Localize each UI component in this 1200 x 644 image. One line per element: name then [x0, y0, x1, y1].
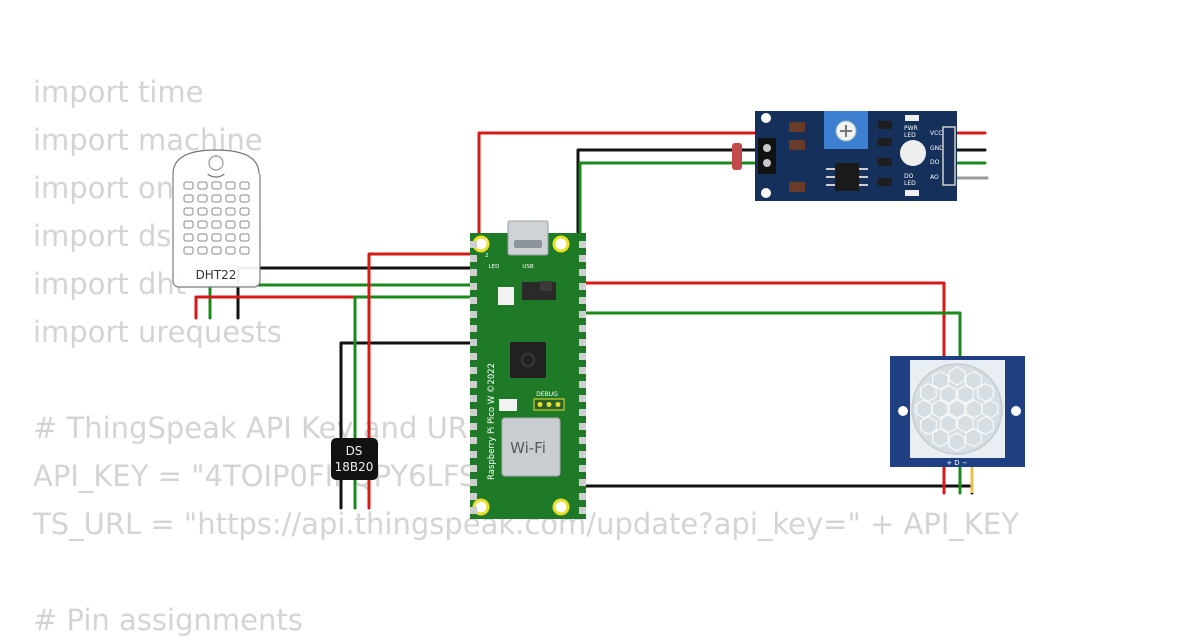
svg-text:+ D −: + D −	[946, 459, 968, 467]
dht22-label: DHT22	[196, 268, 237, 282]
bootsel-button[interactable]	[498, 287, 514, 305]
wire-ds-vcc[interactable]	[367, 252, 477, 510]
ds18b20-sensor[interactable]: DS 18B20	[331, 438, 378, 480]
ldr-pin-do: DO	[930, 159, 940, 166]
dht22-sensor[interactable]: DHT22	[171, 149, 262, 288]
code-line: import urequests	[33, 315, 282, 349]
wire-dht-vcc[interactable]	[194, 295, 502, 320]
pir-motion-sensor[interactable]: + D −	[890, 356, 1025, 493]
pin-1-label: 1	[485, 239, 489, 245]
wire-ds-gnd[interactable]	[339, 341, 477, 510]
usb-connector[interactable]	[507, 220, 549, 256]
wifi-module	[501, 417, 561, 477]
ldr-pin-vcc: VCC	[930, 130, 942, 137]
circuit-diagram: DHT22 DS 18B20 USB LED 1 2 DEBUG	[171, 111, 1025, 519]
code-line: # ThingSpeak API Key and URL	[33, 411, 485, 445]
wire-pir-gnd[interactable]	[576, 484, 974, 495]
pir-fresnel-dome	[911, 363, 1003, 455]
ldr-pin-ao: AO	[930, 174, 939, 181]
ds18b20-label-line2: 18B20	[335, 460, 374, 474]
pwr-led	[900, 140, 926, 166]
photoresistor	[732, 143, 742, 170]
ldr-pin-header[interactable]	[942, 126, 956, 186]
wire-dht-data[interactable]	[208, 283, 477, 320]
wifi-label: Wi-Fi	[510, 439, 546, 457]
led-label: LED	[489, 264, 500, 270]
rp2040-chip	[510, 342, 546, 378]
pico-board-text: Raspberry Pi Pico W ©2022	[487, 363, 497, 480]
code-line: import time	[33, 75, 204, 109]
debug-label: DEBUG	[536, 391, 558, 398]
mount-hole	[552, 235, 570, 253]
code-line: import machine	[33, 123, 263, 157]
ldr-pin-gnd: GND	[930, 145, 944, 152]
mount-hole	[552, 498, 570, 516]
pico-pin-headers	[470, 241, 586, 514]
usb-label: USB	[522, 264, 534, 270]
pir-lens-pattern	[915, 366, 999, 452]
ds18b20-label-line1: DS	[346, 444, 363, 458]
comparator-ic	[835, 163, 859, 191]
dht22-grille	[183, 181, 250, 255]
pico-w-board[interactable]: USB LED 1 2 DEBUG Wi-Fi Raspberry Pi Pic…	[470, 220, 586, 519]
pin-2-label: 2	[485, 253, 489, 259]
wire-ds-data[interactable]	[353, 295, 477, 510]
